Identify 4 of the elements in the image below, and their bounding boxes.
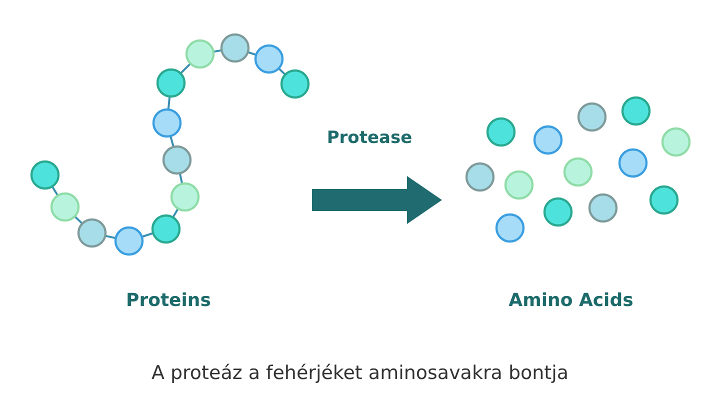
node-label: Amino Acids [508, 290, 634, 311]
node-label: Proteins [125, 290, 212, 311]
arrow [312, 176, 442, 224]
caption: A proteáz a fehérjéket aminosavakra bontja [150, 362, 570, 384]
